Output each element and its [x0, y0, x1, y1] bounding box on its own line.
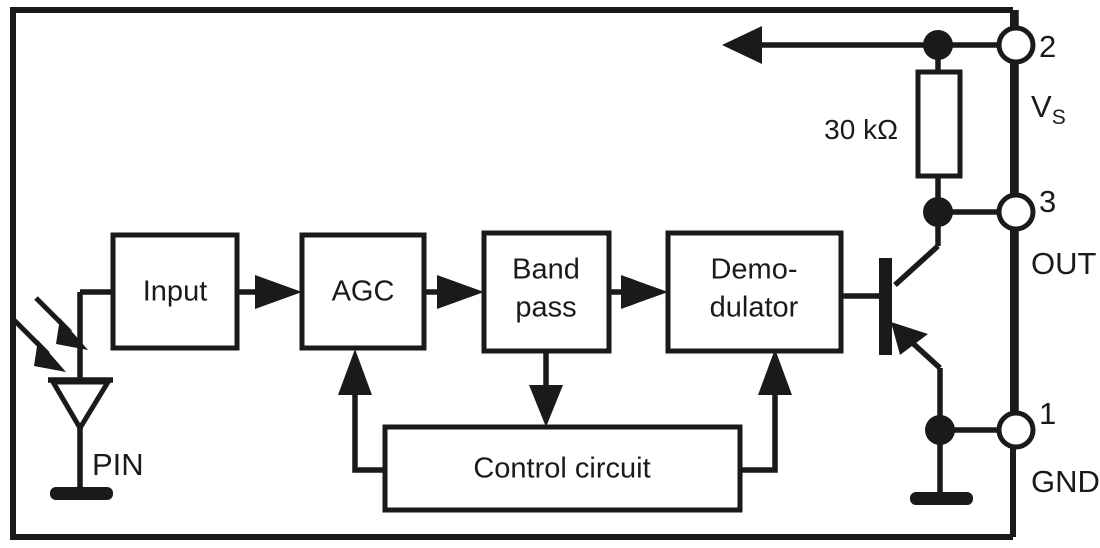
- terminal-name-out: OUT: [1031, 246, 1097, 281]
- block-bandpass-label-line2: pass: [515, 292, 576, 324]
- terminal-name-vs: VS: [1031, 89, 1066, 129]
- resistor-30k: [915, 45, 963, 212]
- block-control-circuit-label: Control circuit: [473, 453, 650, 485]
- pin-number-3: 3: [1039, 184, 1056, 219]
- block-demodulator[interactable]: [665, 230, 844, 354]
- block-agc-label: AGC: [332, 276, 395, 308]
- terminal-circle-pin1[interactable]: [996, 410, 1036, 450]
- arrow-bandpass-to-demodulator: [609, 275, 668, 309]
- supply-branch-arrow: [722, 26, 938, 64]
- vs-base: V: [1031, 89, 1052, 124]
- incident-light-arrows: [12, 296, 88, 372]
- terminal-circle-pin3[interactable]: [996, 192, 1036, 232]
- block-bandpass-label-line1: Band: [512, 254, 580, 286]
- vs-subscript: S: [1052, 106, 1066, 129]
- resistor-value-label: 30 kΩ: [824, 114, 898, 145]
- block-input-label: Input: [143, 276, 208, 308]
- arrow-input-to-agc: [237, 275, 302, 309]
- block-demodulator-label-line2: dulator: [710, 292, 799, 324]
- arrow-agc-to-bandpass: [424, 275, 484, 309]
- pin-number-2: 2: [1039, 29, 1056, 64]
- junction-dot-supply: [923, 30, 1001, 60]
- pin-number-1: 1: [1039, 396, 1056, 431]
- npn-transistor: [841, 212, 943, 430]
- feedback-control-to-agc: [338, 349, 385, 473]
- block-demodulator-label-line1: Demo-: [710, 254, 797, 286]
- signal-bandpass-to-control: [529, 351, 563, 427]
- terminal-circle-pin2[interactable]: [996, 25, 1036, 65]
- terminal-name-gnd: GND: [1031, 464, 1100, 499]
- junction-dot-out: [923, 197, 1001, 227]
- pin-photodiode: [48, 289, 113, 500]
- junction-dot-gnd: [910, 415, 1001, 505]
- photodiode-label: PIN: [92, 447, 144, 482]
- feedback-control-to-demodulator: [740, 349, 792, 473]
